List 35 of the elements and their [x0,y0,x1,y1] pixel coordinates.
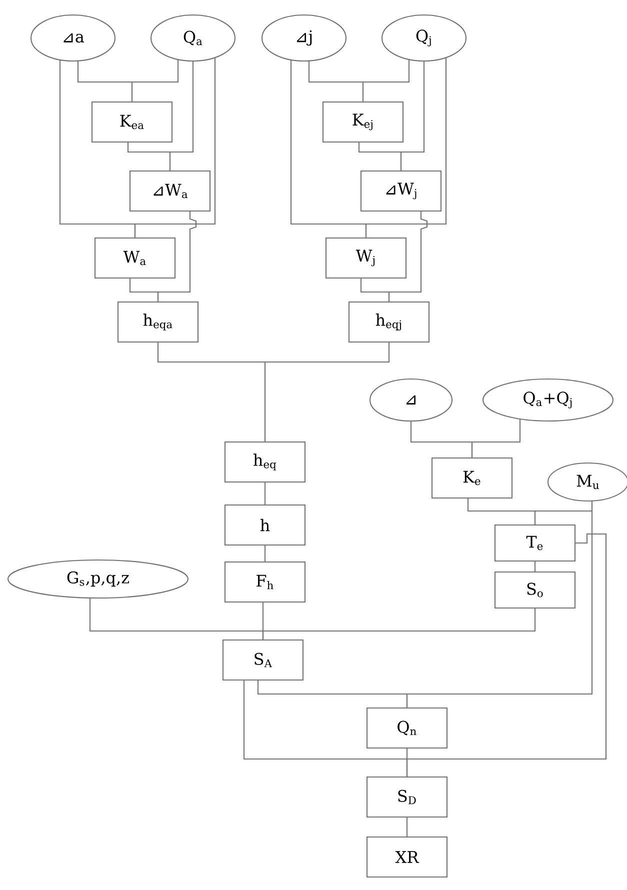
connector-line [169,61,194,171]
connector-line [388,211,428,302]
process-box: ⊿W$_{a}$ [129,170,211,212]
process-box: ⊿W$_{j}$ [360,170,442,212]
process-box: K$_{ea}$ [91,101,173,143]
process-box: h [224,504,306,546]
process-box: T$_{e}$ [494,524,576,562]
process-box: S$_{o}$ [494,571,576,609]
process-box: Q$_{n}$ [366,707,448,749]
connector-line [406,748,408,777]
process-box: K$_{ej}$ [322,101,404,143]
connector-line [157,211,197,302]
connector-line [134,58,216,238]
connector-line [406,500,593,708]
connector-line [264,545,266,562]
connector-line [131,60,179,102]
process-box: h$_{eqa}$ [117,301,199,343]
process-box: K$_{e}$ [431,457,513,499]
process-box: h$_{eq}$ [224,441,306,483]
process-box: W$_{a}$ [94,237,176,279]
connector-line [262,608,536,640]
process-box: S$_{D}$ [366,776,448,818]
connector-line [534,561,536,572]
connector-line [365,58,447,238]
process-box: h$_{eqj}$ [348,301,430,343]
process-box: XR [366,836,448,878]
connector-line [471,418,521,458]
connector-line [400,61,425,171]
process-box: F$_{h}$ [224,561,306,603]
connector-line [264,342,390,442]
process-box: S$_{A}$ [222,639,304,681]
connector-line [406,817,408,837]
connector-line [264,482,266,505]
process-box: W$_{j}$ [325,237,407,279]
connector-line [362,60,410,102]
